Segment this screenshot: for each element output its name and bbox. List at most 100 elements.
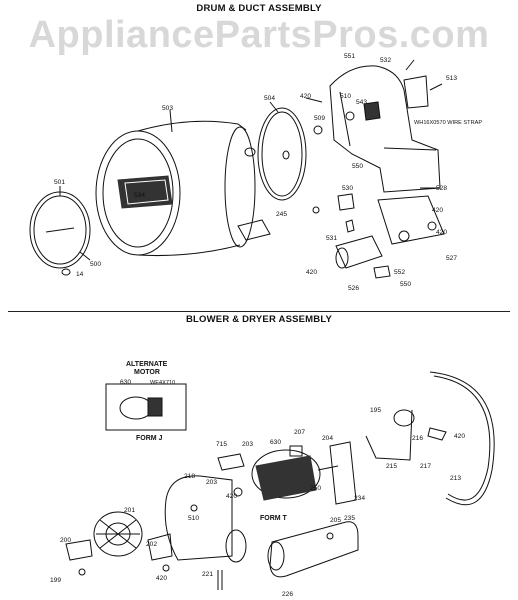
door-seal-part: [29, 191, 91, 269]
drum-seal-part: [433, 375, 491, 501]
bearing-part: [313, 125, 323, 135]
bracket-hole: [427, 221, 437, 231]
callout-234: 234: [354, 495, 365, 502]
alternate-motor-label: MOTOR: [134, 369, 160, 376]
section-divider: [8, 311, 510, 312]
alternate-motor-label: ALTERNATE: [126, 361, 168, 368]
callout-500: 500: [90, 261, 101, 268]
callout-509: 509: [314, 115, 325, 122]
callout-204: 204: [322, 435, 333, 442]
rear-bulkhead-part: [257, 107, 307, 201]
callout-216: 216: [412, 435, 423, 442]
callout-527: 527: [446, 255, 457, 262]
section-title-blower-dryer: BLOWER & DRYER ASSEMBLY: [185, 314, 333, 325]
wire-strap-label: WH16X0570 WIRE STRAP: [414, 120, 482, 126]
callout-218: 218: [184, 473, 195, 480]
callout-221: 221: [202, 571, 213, 578]
switch-part: [337, 193, 355, 211]
callout-207: 207: [294, 429, 305, 436]
callout-504: 504: [264, 95, 275, 102]
label-plate-part: [237, 219, 271, 241]
callout-630: 630: [120, 379, 131, 386]
alternate-motor-box: [105, 383, 187, 431]
screw-part: [305, 97, 323, 103]
screw-part: [162, 564, 170, 572]
blower-housing-part: [164, 475, 247, 563]
callout-14: 14: [76, 271, 84, 278]
callout-420: 420: [432, 207, 443, 214]
callout-202: 202: [146, 541, 157, 548]
switch-part: [345, 219, 355, 233]
blower-wheel-part: [93, 511, 143, 557]
callout-510: 510: [340, 93, 351, 100]
bracket-part: [427, 427, 447, 441]
form-j-label: FORM J: [136, 435, 163, 442]
callout-420: 420: [436, 229, 447, 236]
bracket-part: [377, 195, 445, 245]
watermark: AppliancePartsPros.com: [28, 14, 490, 56]
screw-part: [78, 568, 86, 576]
callout-213: 213: [450, 475, 461, 482]
callout-203: 203: [242, 441, 253, 448]
callout-420: 420: [454, 433, 465, 440]
callout-503: 503: [162, 105, 173, 112]
callout-250: 250: [310, 485, 321, 492]
form-t-label: FORM T: [260, 515, 288, 522]
callout-550: 550: [352, 163, 363, 170]
callout-420: 420: [226, 493, 237, 500]
callout-528: 528: [436, 185, 447, 192]
screw-part: [61, 268, 71, 276]
callout-550: 550: [400, 281, 411, 288]
screw-part: [312, 206, 320, 214]
callout-215: 215: [386, 463, 397, 470]
drum-part: [95, 120, 256, 257]
callout-543: 543: [356, 99, 367, 106]
exhaust-duct-part: [267, 521, 359, 578]
blower-bracket-part: [147, 533, 173, 561]
callout-235: 235: [344, 515, 355, 522]
callout-534: 534: [134, 192, 145, 199]
motor-mount-part: [329, 441, 357, 505]
motor-part: [251, 449, 339, 501]
callout-420: 420: [300, 93, 311, 100]
screw-part: [233, 487, 243, 497]
callout-205: 205: [330, 517, 341, 524]
duct-part: [403, 75, 429, 109]
callout-715: 715: [216, 441, 227, 448]
callout-195: 195: [370, 407, 381, 414]
idler-arm-part: [365, 409, 413, 461]
callout-513: 513: [446, 75, 457, 82]
callout-526: 526: [348, 285, 359, 292]
callout-420: 420: [156, 575, 167, 582]
blower-clip-part: [65, 539, 93, 561]
callout-201: 201: [124, 507, 135, 514]
callout-420: 420: [306, 269, 317, 276]
callout-531: 531: [326, 235, 337, 242]
idler-pulley-part: [393, 409, 415, 427]
screw-part: [326, 532, 334, 540]
callout-501: 501: [54, 179, 65, 186]
callout-199: 199: [50, 577, 61, 584]
section-title-drum-duct: DRUM & DUCT ASSEMBLY: [196, 3, 322, 14]
clamp-part: [217, 453, 245, 471]
alternate-motor-part: [119, 396, 163, 420]
drum-seal-part: [429, 371, 495, 506]
callout-226: 226: [282, 591, 293, 598]
callout-217: 217: [420, 463, 431, 470]
motor-switch-part: [289, 445, 303, 457]
callout-200: 200: [60, 537, 71, 544]
capacitor-part: [335, 235, 383, 269]
callout-we4x710: WE4X710: [150, 380, 175, 386]
callout-530: 530: [342, 185, 353, 192]
callout-630: 630: [270, 439, 281, 446]
callout-510: 510: [188, 515, 199, 522]
callout-532: 532: [380, 57, 391, 64]
callout-551: 551: [344, 53, 355, 60]
bracket-hole: [398, 230, 410, 242]
callout-552: 552: [394, 269, 405, 276]
callout-245: 245: [276, 211, 287, 218]
callout-203: 203: [206, 479, 217, 486]
thermostat-part: [373, 265, 391, 279]
